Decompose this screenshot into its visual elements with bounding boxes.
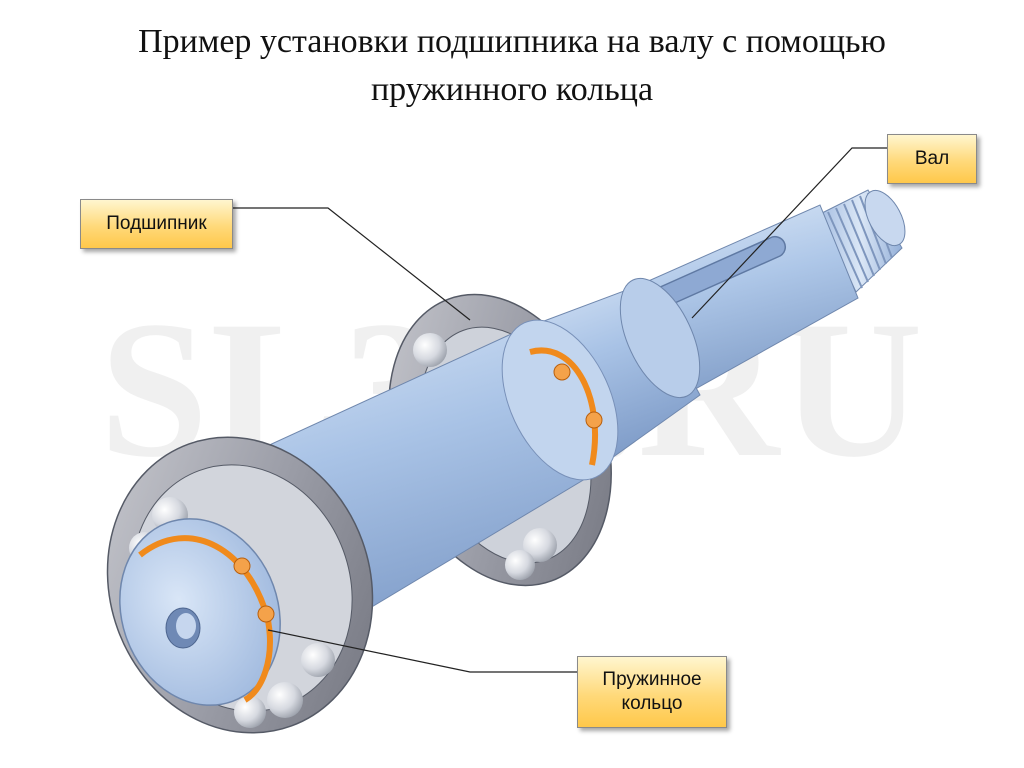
ball bbox=[505, 550, 535, 580]
leader-bearing bbox=[233, 207, 471, 321]
callout-bearing: Подшипник bbox=[80, 199, 233, 249]
ball bbox=[234, 696, 266, 728]
title-line-1: Пример установки подшипника на валу с по… bbox=[138, 23, 886, 60]
callout-shaft: Вал bbox=[887, 134, 977, 184]
ball bbox=[267, 682, 303, 718]
title-line-2: пружинного кольца bbox=[370, 71, 654, 108]
page-title: Пример установки подшипника на валу с по… bbox=[0, 18, 1024, 114]
leader-lines bbox=[233, 147, 887, 673]
leader-spring-ring bbox=[267, 629, 577, 673]
ball bbox=[413, 333, 447, 367]
front-spring-ring bbox=[138, 535, 273, 703]
callout-spring-ring: Пружинное кольцо bbox=[577, 656, 727, 728]
leader-shaft bbox=[691, 147, 887, 319]
ball bbox=[523, 528, 557, 562]
rear-spring-ring bbox=[529, 347, 599, 466]
ball bbox=[301, 643, 335, 677]
